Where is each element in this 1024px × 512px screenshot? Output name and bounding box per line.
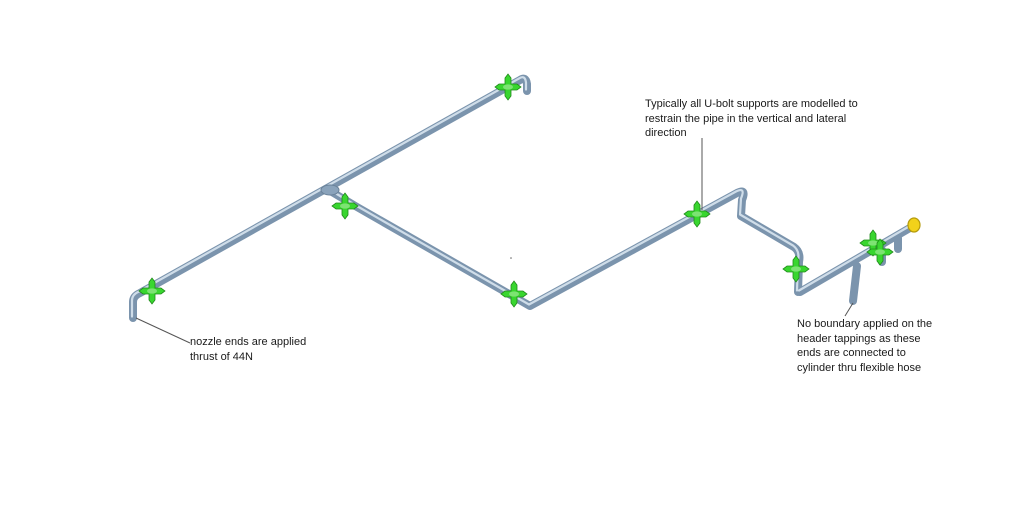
branch-pipe — [323, 185, 804, 310]
ubolt-support-annotation: Typically all U-bolt supports are modell… — [645, 98, 858, 139]
leader-header — [844, 302, 854, 317]
leader-nozzle — [135, 317, 191, 344]
main-header-pipe — [129, 74, 531, 322]
nozzle-flange — [907, 217, 921, 233]
stray-dot — [510, 257, 512, 259]
header-tapping-annotation: No boundary applied on the header tappin… — [797, 318, 933, 374]
tee-joint — [320, 184, 340, 196]
leader-lines — [135, 138, 854, 344]
nozzle-thrust-annotation: nozzle ends are applied thrust of 44N — [190, 336, 307, 363]
support-offset-drop — [782, 255, 810, 283]
header-tapping-pipe-1 — [849, 262, 861, 305]
